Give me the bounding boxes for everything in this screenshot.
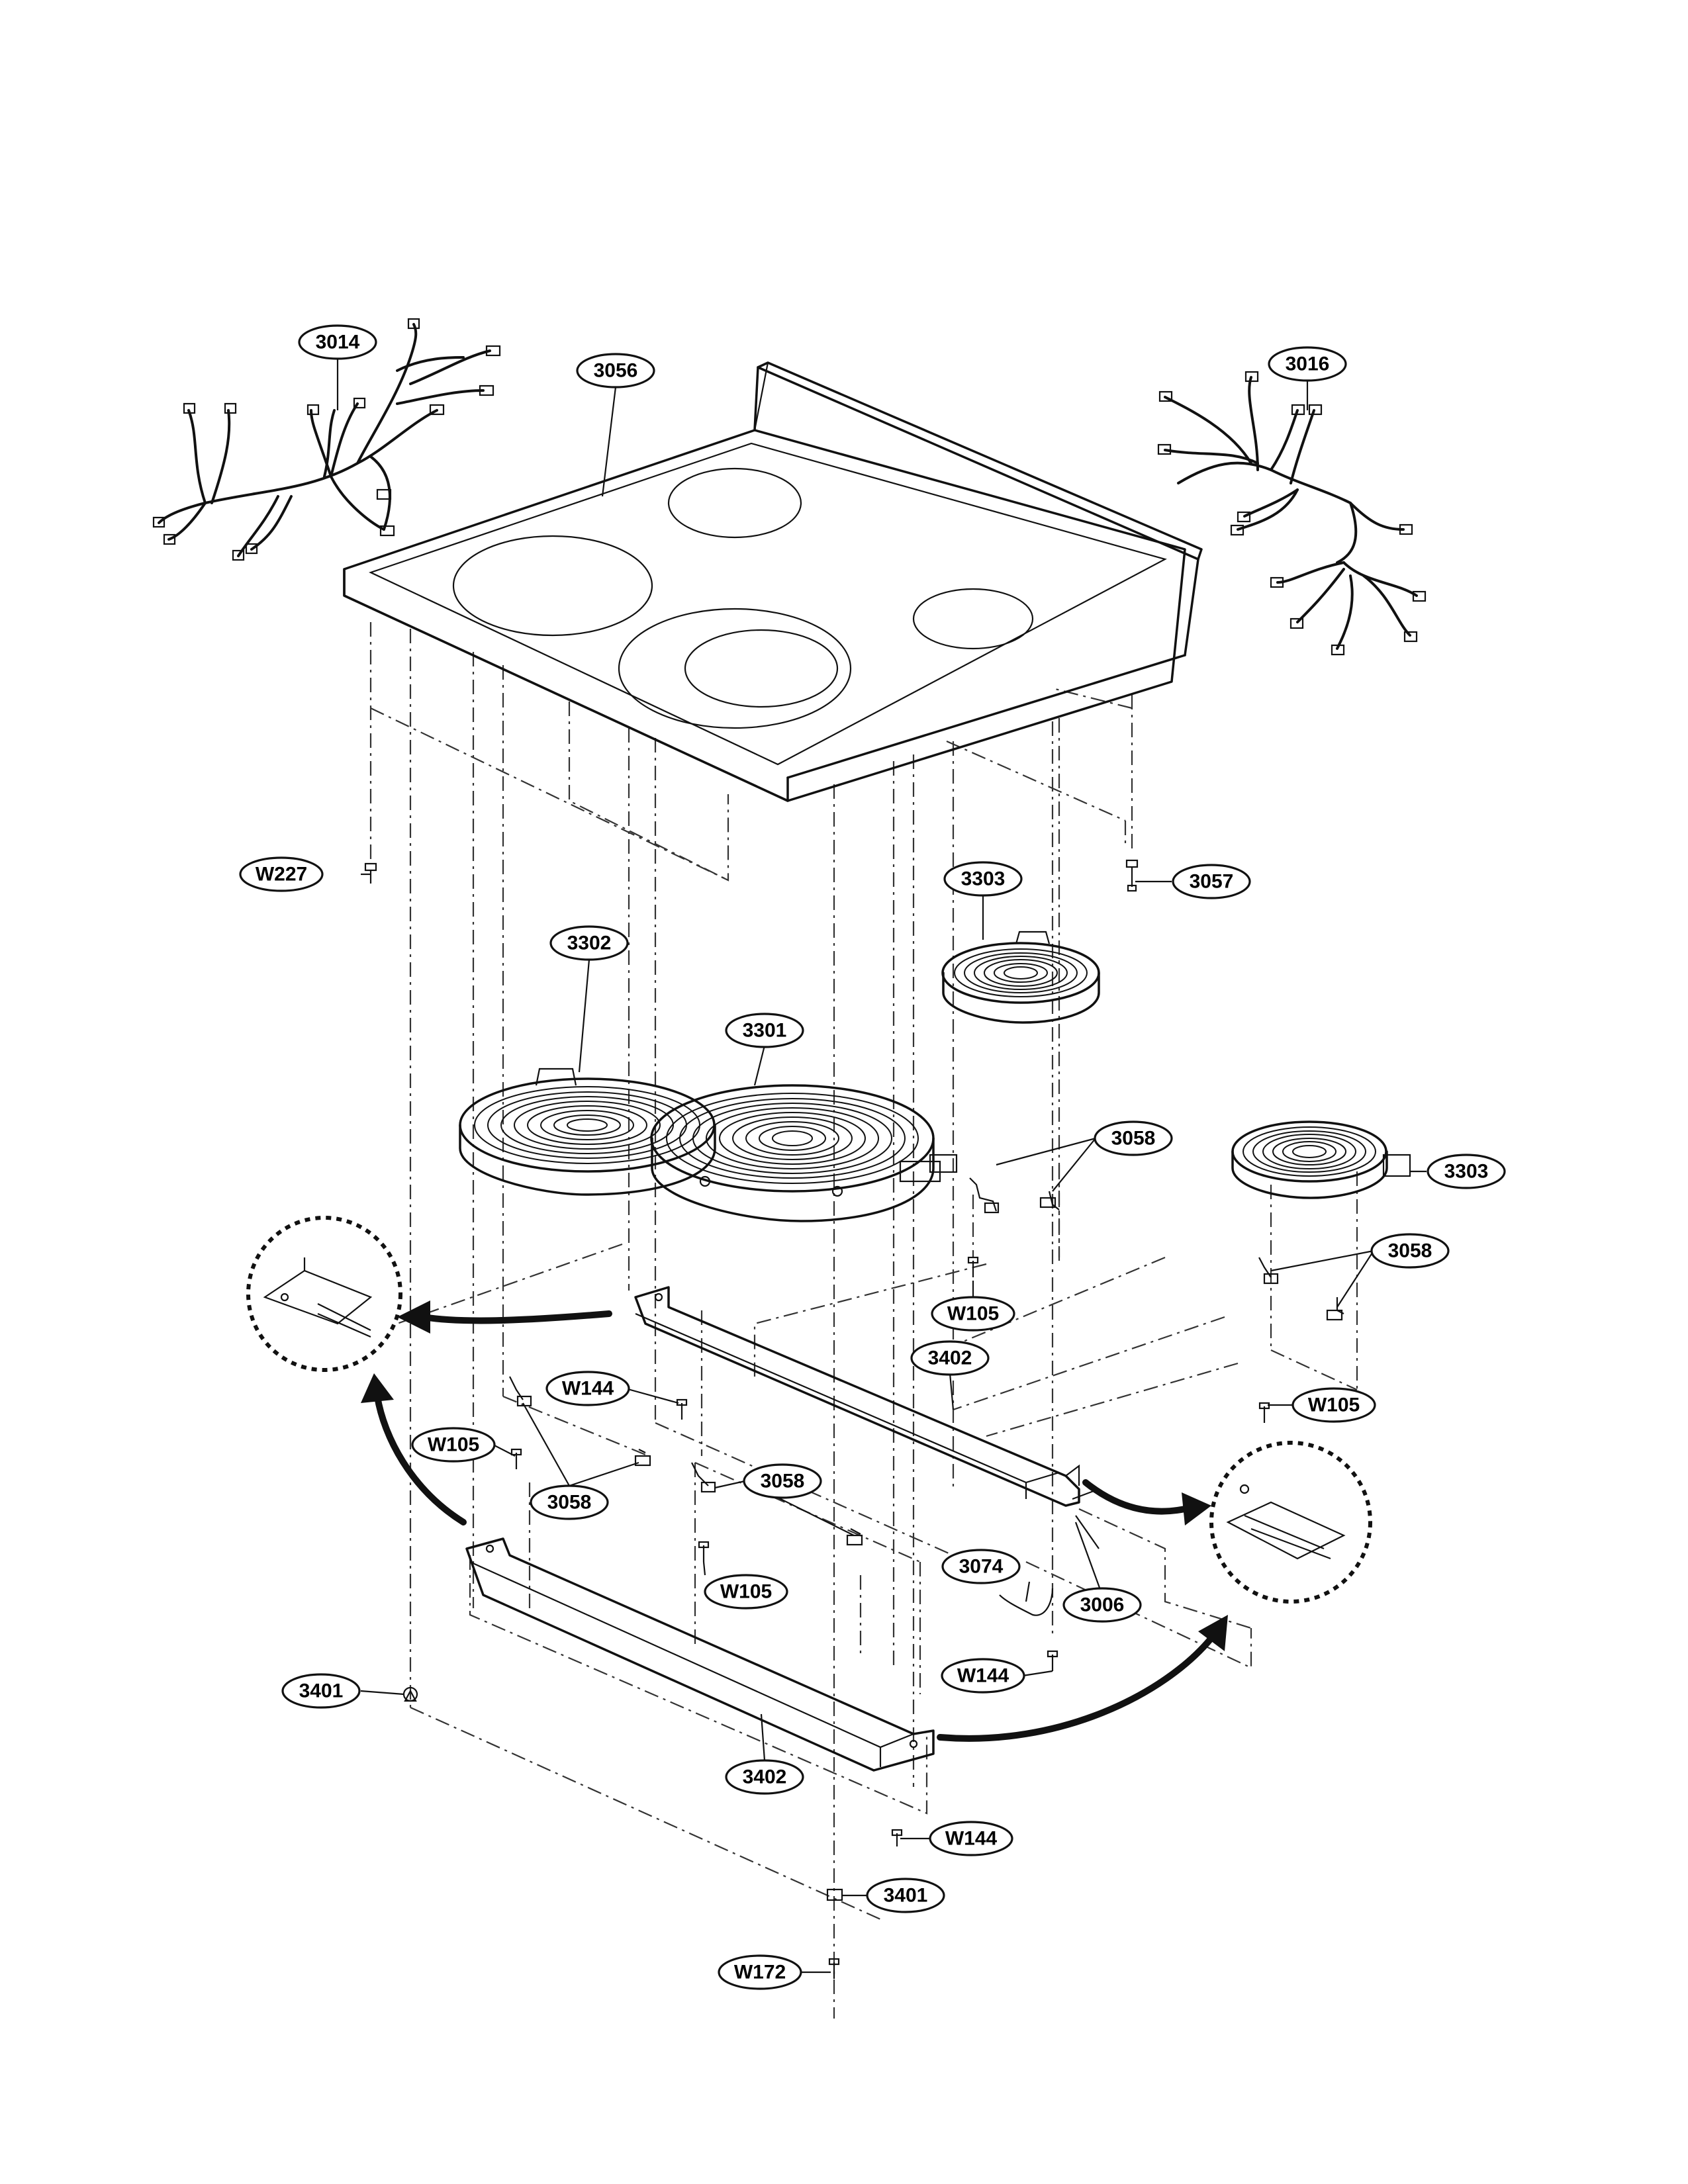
detail-zoom-right (1209, 1441, 1372, 1604)
callout-3074-label: 3074 (959, 1556, 1004, 1578)
cooktop-glass-top (343, 361, 1203, 802)
callout-w105-a-label: W105 (947, 1303, 999, 1325)
callout-3058-b-label: 3058 (1388, 1240, 1432, 1262)
callout-w172-label: W172 (734, 1962, 786, 1983)
callout-leaders (336, 357, 1427, 1974)
callout-3058-d: 3058 (743, 1463, 822, 1499)
callout-3058-b: 3058 (1370, 1233, 1450, 1269)
heating-element-3301 (650, 1084, 958, 1222)
callout-3056-label: 3056 (594, 360, 638, 382)
screw-w227 (364, 862, 377, 884)
callout-3006-label: 3006 (1080, 1594, 1125, 1616)
bracket-3402-lower (465, 1537, 935, 1772)
callout-3016-label: 3016 (1286, 353, 1330, 375)
screw-3057 (1125, 859, 1139, 892)
callout-3057-label: 3057 (1190, 871, 1234, 893)
callout-3016: 3016 (1268, 346, 1347, 382)
heating-element-3303-rear (941, 931, 1100, 1024)
callout-3402-a-label: 3402 (928, 1347, 972, 1369)
callout-3402-b-label: 3402 (743, 1766, 787, 1788)
callout-w144-b-label: W144 (957, 1665, 1009, 1687)
heating-element-3303-right (1231, 1120, 1411, 1199)
callout-w144-a-label: W144 (562, 1378, 614, 1400)
callout-w227-label: W227 (256, 864, 307, 886)
wire-harness-left (152, 318, 501, 561)
callout-3303-b-label: 3303 (1444, 1161, 1489, 1183)
callout-3401-b: 3401 (866, 1878, 945, 1913)
assembly-guide-lines (369, 622, 1358, 2019)
callout-w105-c: W105 (411, 1427, 496, 1463)
callout-w105-b: W105 (1291, 1387, 1376, 1423)
callout-3402-a: 3402 (910, 1340, 990, 1376)
bracket-3402-upper (634, 1286, 1100, 1507)
callout-3301-label: 3301 (743, 1020, 787, 1042)
callout-w105-d: W105 (704, 1574, 788, 1610)
callout-3301: 3301 (725, 1013, 804, 1048)
callout-w105-b-label: W105 (1308, 1394, 1360, 1416)
callout-3303-a-label: 3303 (961, 868, 1006, 890)
clips-3058 (509, 1177, 1344, 1546)
callout-3057: 3057 (1172, 864, 1251, 899)
callout-3303-b: 3303 (1427, 1154, 1506, 1189)
detail-zoom-left (246, 1216, 402, 1372)
callout-3402-b: 3402 (725, 1759, 804, 1795)
callout-3058-d-label: 3058 (761, 1471, 805, 1492)
callout-w144-a: W144 (545, 1371, 630, 1406)
callout-3056: 3056 (576, 353, 655, 388)
callout-3074: 3074 (941, 1549, 1021, 1584)
callout-3014: 3014 (298, 324, 377, 360)
heating-element-3302 (459, 1068, 716, 1196)
callout-3006: 3006 (1062, 1587, 1142, 1623)
callout-3058-a: 3058 (1094, 1120, 1173, 1156)
callout-w105-d-label: W105 (720, 1581, 772, 1603)
callout-3058-c: 3058 (530, 1484, 609, 1520)
callout-w144-c-label: W144 (945, 1828, 998, 1850)
callout-3058-a-label: 3058 (1111, 1128, 1156, 1150)
callout-3302: 3302 (549, 925, 629, 961)
callout-3302-label: 3302 (567, 933, 612, 954)
callout-3401-a: 3401 (281, 1673, 361, 1709)
detail-arrows (361, 1300, 1228, 1742)
callout-3401-b-label: 3401 (884, 1885, 928, 1907)
callout-w227: W227 (239, 856, 324, 892)
wire-harness-right (1157, 371, 1427, 656)
callout-w105-c-label: W105 (428, 1434, 479, 1456)
callout-w105-a: W105 (931, 1296, 1015, 1332)
callout-3014-label: 3014 (316, 332, 360, 353)
callout-3303-a: 3303 (943, 861, 1023, 897)
callout-3058-c-label: 3058 (547, 1492, 592, 1514)
callout-w172: W172 (718, 1954, 802, 1990)
callout-w144-c: W144 (929, 1821, 1013, 1856)
callout-3401-a-label: 3401 (299, 1680, 344, 1702)
callout-w144-b: W144 (941, 1658, 1025, 1694)
